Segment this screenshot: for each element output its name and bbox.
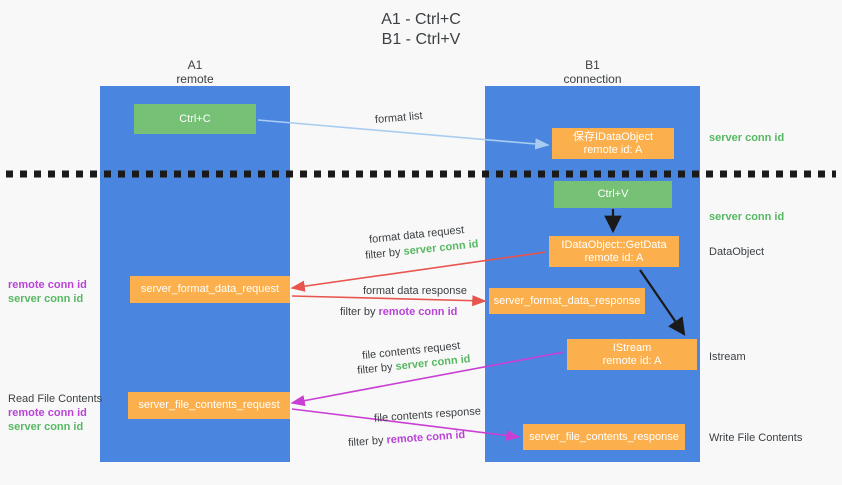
box-save-idataobject-label: 保存IDataObject [572, 130, 654, 143]
filter-prefix-4: filter by [347, 434, 387, 450]
filter-key-remote-conn-id-2: remote conn id [386, 428, 466, 447]
edge-label-file-contents-response: file contents response [373, 405, 482, 425]
box-idataobject-getdata-sub: remote id: A [584, 251, 644, 264]
box-save-idataobject[interactable]: 保存IDataObject remote id: A [552, 128, 674, 159]
annotation-remote-conn-id-2: remote conn id [8, 407, 87, 419]
column-header-a1: A1 remote [100, 58, 290, 86]
annotation-server-conn-id-1: server conn id [8, 293, 84, 305]
box-server-file-contents-response[interactable]: server_file_contents_response [523, 424, 685, 450]
title-line-1: A1 - Ctrl+C [381, 11, 461, 28]
annotation-dataobject: DataObject [709, 246, 765, 258]
column-b1-name: B1 [585, 58, 600, 72]
edge-label-file-contents-response-filter: filter by remote conn id [348, 428, 466, 451]
annotation-left-conn-ids-1: remote conn id server conn id [8, 278, 98, 306]
annotation-server-conn-id-2: server conn id [8, 421, 84, 433]
column-b1-subtitle: connection [563, 72, 622, 86]
filter-prefix-2: filter by [340, 306, 379, 318]
box-server-file-contents-response-label: server_file_contents_response [529, 430, 679, 443]
annotation-server-conn-id-mid: server conn id [709, 211, 785, 223]
box-istream-label: IStream [612, 341, 652, 354]
column-header-b1: B1 connection [485, 58, 700, 86]
edge-label-format-data-response: format data response [363, 285, 467, 297]
box-ctrl-v-label: Ctrl+V [597, 188, 629, 200]
title-line-2: B1 - Ctrl+V [381, 31, 461, 48]
annotation-server-conn-id-top: server conn id [709, 132, 785, 144]
filter-prefix-1: filter by [364, 245, 405, 262]
column-a1-subtitle: remote [176, 72, 214, 86]
box-server-file-contents-request[interactable]: server_file_contents_request [128, 392, 290, 419]
box-idataobject-getdata[interactable]: IDataObject::GetData remote id: A [549, 236, 679, 267]
box-ctrl-c[interactable]: Ctrl+C [134, 104, 256, 134]
box-server-format-data-response[interactable]: server_format_data_response [489, 288, 645, 314]
box-server-format-data-response-label: server_format_data_response [493, 294, 641, 307]
edge-label-format-list: format list [374, 109, 424, 127]
box-idataobject-getdata-label: IDataObject::GetData [561, 238, 667, 251]
annotation-remote-conn-id-1: remote conn id [8, 279, 87, 291]
filter-prefix-3: filter by [356, 360, 397, 377]
box-ctrl-v[interactable]: Ctrl+V [554, 181, 672, 208]
box-server-format-data-request[interactable]: server_format_data_request [130, 276, 290, 303]
box-server-file-contents-request-label: server_file_contents_request [138, 399, 280, 411]
box-server-format-data-request-label: server_format_data_request [140, 283, 280, 295]
box-istream[interactable]: IStream remote id: A [567, 339, 697, 370]
edge-label-format-data-response-filter: filter by remote conn id [340, 305, 457, 320]
annotation-istream: Istream [709, 351, 746, 363]
annotation-write-file-contents: Write File Contents [709, 432, 803, 444]
column-a1-name: A1 [187, 58, 203, 72]
annotation-left-conn-ids-2: Read File Contents remote conn id server… [8, 392, 123, 434]
box-ctrl-c-label: Ctrl+C [179, 112, 211, 125]
box-save-idataobject-sub: remote id: A [583, 143, 643, 156]
annotation-read-file-contents: Read File Contents [8, 393, 103, 405]
box-istream-sub: remote id: A [602, 354, 662, 367]
page-title: A1 - Ctrl+C B1 - Ctrl+V [0, 10, 842, 50]
filter-key-remote-conn-id-1: remote conn id [378, 306, 458, 318]
